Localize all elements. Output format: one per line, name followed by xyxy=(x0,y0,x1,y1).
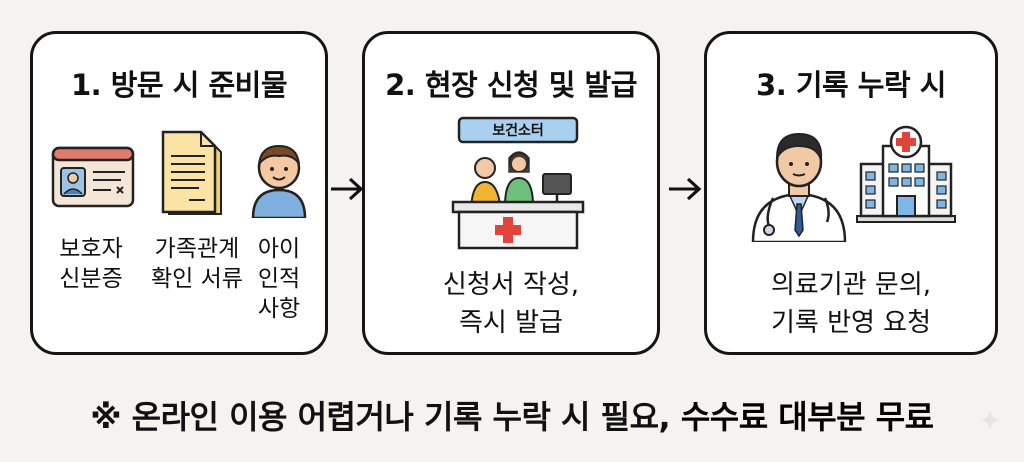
label-line: 가족관계 xyxy=(154,236,240,262)
step-card-2: 2. 현장 신청 및 발급 보건소터 신청서 작성, 즉시 발급 xyxy=(362,31,660,355)
desc-line: 의료기관 문의, xyxy=(770,270,932,300)
note-prefix: ※ 온라인 이용 어렵거나 기록 누락 시 필요, xyxy=(90,398,681,436)
counter-sign-text: 보건소터 xyxy=(492,122,544,139)
label-line: 아이 xyxy=(257,236,301,262)
item-label-family-docs: 가족관계 확인 서류 xyxy=(137,234,257,294)
item-label-child-info: 아이 인적 사항 xyxy=(247,234,311,324)
step-1-title: 1. 방문 시 준비물 xyxy=(70,68,288,102)
step-2-title: 2. 현장 신청 및 발급 xyxy=(385,68,637,102)
note-highlight: 수수료 대부분 무료 xyxy=(680,398,934,436)
id-card-icon xyxy=(51,146,135,208)
label-line: 인적 xyxy=(257,266,301,292)
doctor-icon xyxy=(751,132,847,242)
desc-line: 기록 반영 요청 xyxy=(770,308,932,338)
desc-line: 즉시 발급 xyxy=(459,308,563,338)
step-card-3: 3. 기록 누락 시 의료기관 문의, 기록 반영 요청 xyxy=(704,31,998,355)
health-center-counter-icon: 보건소터 xyxy=(451,116,585,250)
step-2-description: 신청서 작성, 즉시 발급 xyxy=(365,266,657,342)
item-label-guardian-id: 보호자 신분증 xyxy=(43,234,139,294)
step-card-1: 1. 방문 시 준비물 보호자 신분증 가족관계 확인 서류 xyxy=(30,31,328,355)
bottom-note: ※ 온라인 이용 어렵거나 기록 누락 시 필요, 수수료 대부분 무료 xyxy=(0,392,1024,438)
arrow-right-icon xyxy=(331,177,364,201)
label-line: 확인 서류 xyxy=(151,266,243,292)
label-line: 보호자 xyxy=(59,236,123,262)
arrow-right-icon xyxy=(669,177,702,201)
desc-line: 신청서 작성, xyxy=(442,270,580,300)
sparkle-icon xyxy=(980,410,1000,430)
label-line: 신분증 xyxy=(59,266,123,292)
step-3-title: 3. 기록 누락 시 xyxy=(756,68,946,102)
label-line: 사항 xyxy=(257,296,301,322)
step-3-description: 의료기관 문의, 기록 반영 요청 xyxy=(707,266,995,342)
documents-icon xyxy=(161,130,222,215)
child-icon xyxy=(251,144,307,218)
hospital-icon xyxy=(856,125,956,223)
